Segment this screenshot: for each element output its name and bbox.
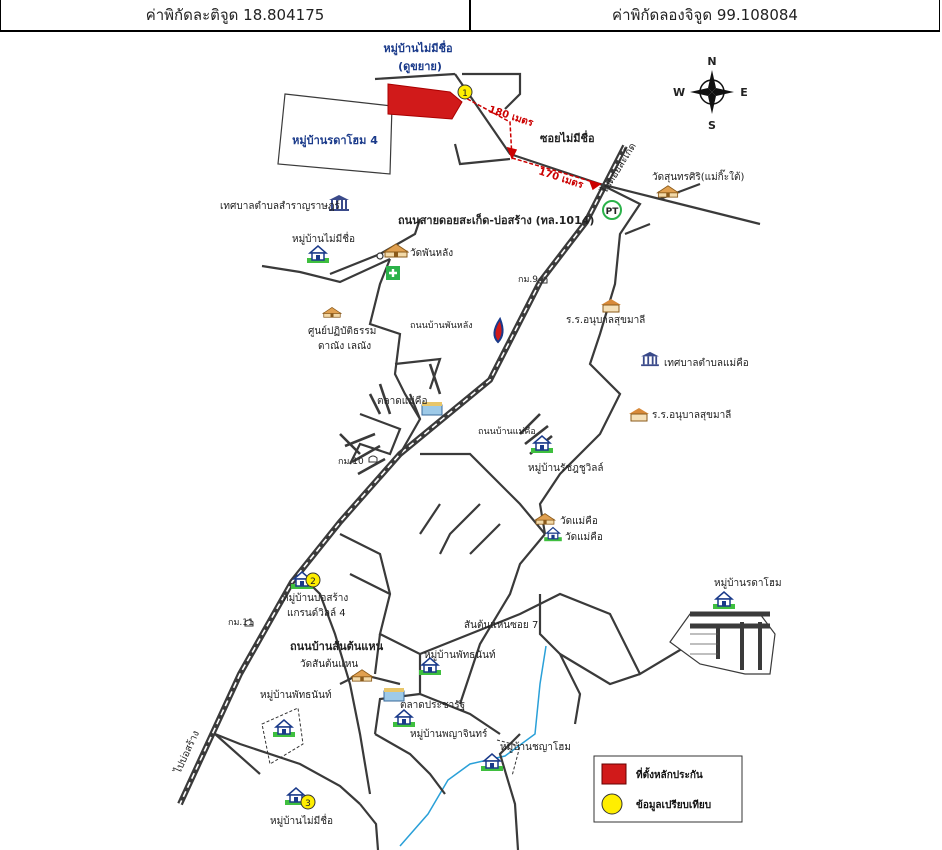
label-tessaban-samran: เทศบาลตำบลสำราญราษฎร์ bbox=[220, 200, 341, 212]
house-icon-phayaphin bbox=[392, 709, 416, 728]
legend-site-label: ที่ตั้งหลักประกัน bbox=[636, 767, 703, 781]
coordinate-bar: ค่าพิกัดละติจูด 18.804175 ค่าพิกัดลองจิจ… bbox=[0, 0, 940, 32]
label-village-phattharanan-2: หมู่บ้านพัทธนันท์ bbox=[260, 689, 332, 701]
legend-comparable-label: ข้อมูลเปรียบเทียบ bbox=[636, 799, 711, 812]
temple-icon bbox=[383, 243, 409, 258]
legend: ที่ตั้งหลักประกัน ข้อมูลเปรียบเทียบ bbox=[593, 755, 743, 823]
comparable-marker-1 bbox=[457, 84, 473, 100]
hospital-sub-icon bbox=[600, 298, 622, 313]
school-icon bbox=[628, 407, 650, 422]
label-soi-no-name: ซอยไม่มีชื่อ bbox=[540, 130, 595, 145]
dashed-parcels bbox=[261, 707, 521, 777]
comparable-markers: 1 2 3 bbox=[300, 84, 473, 810]
longitude-label: ค่าพิกัดลองจิจูด 99.108084 bbox=[469, 0, 939, 30]
map-icons: PT bbox=[244, 185, 736, 806]
svg-text:1: 1 bbox=[462, 89, 468, 99]
parcels-top bbox=[277, 83, 463, 175]
government-icon-maekue bbox=[641, 351, 659, 367]
latitude-label: ค่าพิกัดละติจูด 18.804175 bbox=[145, 6, 325, 24]
label-rodahome4: หมู่บ้านรดาโฮม 4 bbox=[292, 133, 378, 148]
label-village-mid: หมู่บ้านไม่มีชื่อ bbox=[292, 231, 355, 245]
label-market-maekue: ตลาดแม่คือ bbox=[377, 395, 427, 407]
temple-icon-tonhaen bbox=[351, 669, 373, 682]
svg-text:2: 2 bbox=[310, 577, 316, 587]
house-icon bbox=[306, 245, 330, 264]
distance-markers bbox=[461, 95, 602, 191]
label-km9: กม.9 bbox=[518, 275, 538, 285]
label-comp3-village: หมู่บ้านไม่มีชื่อ bbox=[270, 813, 333, 827]
comparable-marker-2 bbox=[305, 572, 321, 588]
temple-icon-center bbox=[322, 307, 342, 318]
label-wat-sunthon: วัดสุนทรศิริ(แม่กิ๊ะใต้) bbox=[652, 169, 744, 183]
pt-station-icon bbox=[602, 200, 622, 220]
label-wat-ton-haen: วัดสันต้นแหน bbox=[300, 658, 358, 670]
compass-e: E bbox=[740, 86, 748, 99]
label-village-rojchut: หมู่บ้านรัชฎชูวิลล์ bbox=[528, 462, 604, 474]
label-soi-ton-haen-7: สันต้นแหนซอย 7 bbox=[464, 619, 538, 631]
label-market-prachara: ตลาดประชารัฐ bbox=[400, 700, 465, 711]
label-highway-1014: ถนนสายดอยสะเก็ด-บ่อสร้าง (ทล.1014) bbox=[398, 213, 594, 227]
label-wat-phan-lang: วัดพันหลัง bbox=[410, 248, 453, 259]
km-post-icon bbox=[368, 455, 378, 463]
label-center: ศูนย์ปฏิบัติธรรม bbox=[308, 325, 376, 337]
label-comp2-village-2: แกรนด์วิลล์ 4 bbox=[287, 607, 346, 619]
comparable-marker-3 bbox=[300, 794, 316, 810]
svg-text:PT: PT bbox=[606, 207, 620, 217]
legend-comparable-swatch bbox=[601, 793, 623, 815]
map-labels: หมู่บ้านไม่มีชื่อ (ดูขยาย) หมู่บ้านรดาโฮ… bbox=[171, 40, 781, 827]
house-icon-maekue2 bbox=[543, 526, 563, 542]
label-wat-maekue-2: วัดแม่คือ bbox=[565, 531, 603, 543]
compass-w: W bbox=[673, 86, 685, 99]
temple-icon-maekue bbox=[534, 513, 556, 525]
label-village-top-sub: (ดูขยาย) bbox=[398, 60, 442, 74]
location-map: N S E W PT bbox=[171, 40, 782, 850]
label-school: ร.ร.อนุบาลสุขมาลี bbox=[652, 409, 731, 421]
label-village-phayaphin: หมู่บ้านพญาจินทร์ bbox=[410, 728, 488, 740]
label-km11: กม.11 bbox=[228, 618, 254, 628]
subject-site bbox=[387, 83, 463, 120]
label-village-top: หมู่บ้านไม่มีชื่อ bbox=[383, 40, 452, 56]
label-dist-180: 180 เมตร bbox=[487, 104, 535, 129]
compass-s: S bbox=[708, 119, 716, 132]
label-village-rodahome: หมู่บ้านรดาโฮม bbox=[714, 576, 782, 589]
legend-site-swatch bbox=[601, 763, 627, 785]
label-road-maekue: ถนนบ้านแม่คือ bbox=[478, 426, 536, 437]
label-road-ton-haen: ถนนบ้านสันต้นแหน bbox=[290, 640, 384, 653]
gas-station-icon bbox=[493, 316, 504, 344]
house-icon-rodahome bbox=[712, 591, 736, 610]
house-icon-phattharanan2 bbox=[272, 719, 296, 738]
side-streets-km10 bbox=[339, 363, 553, 476]
label-km10: กม.10 bbox=[338, 457, 364, 467]
compass-n: N bbox=[707, 55, 716, 68]
road-network bbox=[214, 72, 761, 850]
rodahome-village-grid bbox=[669, 611, 776, 675]
label-village-phattharanan: หมู่บ้านพัทธนันท์ bbox=[424, 649, 496, 661]
label-wat-maekue: วัดแม่คือ bbox=[560, 515, 598, 527]
temple-icon-sunthon bbox=[657, 185, 679, 198]
label-comp2-village: หมู่บ้านบ่อสร้าง bbox=[282, 592, 348, 604]
label-tessaban-maekue: เทศบาลตำบลแม่คือ bbox=[664, 357, 749, 369]
svg-text:3: 3 bbox=[305, 799, 311, 809]
compass-rose: N S E W bbox=[673, 55, 748, 132]
label-hosp-sub: ร.ร.อนุบาลสุขมาลี bbox=[566, 314, 645, 326]
label-village-chanya: หมู่บ้านชญาโฮม bbox=[500, 740, 571, 753]
label-road-phan-lang: ถนนบ้านพันหลัง bbox=[410, 320, 473, 331]
label-center-2: ดาณัง เลณัง bbox=[318, 341, 371, 352]
